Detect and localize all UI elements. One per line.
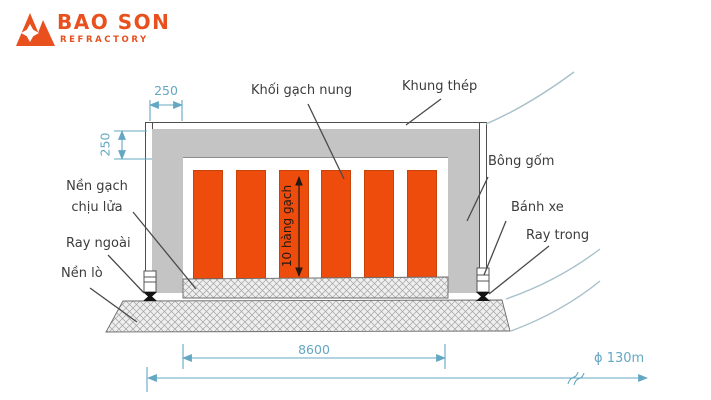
ceramic-wool-wall-right — [448, 129, 479, 293]
brick-column — [193, 170, 223, 279]
label-outer-rail: Ray ngoài — [66, 236, 131, 251]
leader-wheel — [483, 220, 507, 276]
label-steel-frame: Khung thép — [402, 79, 478, 94]
brick-column — [278, 170, 309, 279]
dimension-lines — [114, 100, 648, 392]
leader-outer-rail — [107, 254, 145, 294]
wheel-icon-right — [476, 292, 490, 301]
leader-inner-rail — [488, 245, 550, 295]
label-inner-rail: Ray trong — [526, 228, 590, 243]
label-brick-rows: 10 hàng gạch — [280, 184, 294, 268]
brick-column — [235, 170, 266, 279]
leader-fired-brick — [307, 103, 345, 180]
ceramic-wool-wall-top — [152, 129, 479, 157]
firebrick-floor — [182, 276, 449, 299]
wheel-assembly-right — [476, 267, 490, 301]
label-ceramic-wool: Bông gốm — [488, 154, 555, 169]
label-firebrick-base-line2: chịu lửa — [71, 200, 123, 215]
label-firebrick-base: Nền gạch chịu lửa — [55, 176, 139, 218]
logo-peak-right — [33, 20, 55, 46]
wheel-assembly-left — [143, 270, 157, 301]
label-firebrick-base-line1: Nền gạch — [66, 179, 128, 194]
base-bottom-curve — [510, 280, 601, 332]
roof-curve — [485, 71, 575, 125]
dimension-kiln-diameter: ϕ 130m — [594, 351, 645, 366]
logo-star-icon — [21, 24, 39, 42]
label-fired-brick-block: Khối gạch nung — [251, 83, 353, 98]
leader-steel-frame — [405, 98, 442, 126]
kiln-curvature-lines — [485, 71, 601, 332]
leader-firebrick-base — [132, 211, 197, 290]
dim-break-symbol — [567, 371, 585, 386]
wheel-icon-left — [143, 292, 157, 301]
baoson-logo-icon — [16, 13, 55, 46]
wheel-bracket-lines-left — [144, 276, 156, 283]
ceramic-wool-wall-left — [152, 129, 183, 293]
base-top-curve — [505, 248, 601, 300]
label-kiln-base: Nền lò — [61, 266, 103, 281]
dimension-car-length-8600: 8600 — [298, 342, 330, 357]
leader-ceramic-wool — [466, 176, 489, 222]
leader-lines — [89, 98, 550, 323]
brand-subtitle: REFRACTORY — [60, 35, 149, 45]
label-wheel: Bánh xe — [511, 200, 564, 215]
leader-kiln-base — [89, 287, 138, 323]
wheel-bracket-right — [476, 267, 490, 293]
wheel-bracket-lines-right — [477, 274, 489, 282]
dimension-top-wall-250: 250 — [154, 83, 178, 98]
kiln-interior — [183, 157, 448, 279]
brand-name: BAO SON — [57, 10, 171, 34]
brick-stack — [183, 157, 448, 279]
dimension-side-wall-250: 250 — [97, 132, 113, 157]
brick-column — [321, 170, 352, 279]
kiln-base-slab — [105, 299, 511, 333]
